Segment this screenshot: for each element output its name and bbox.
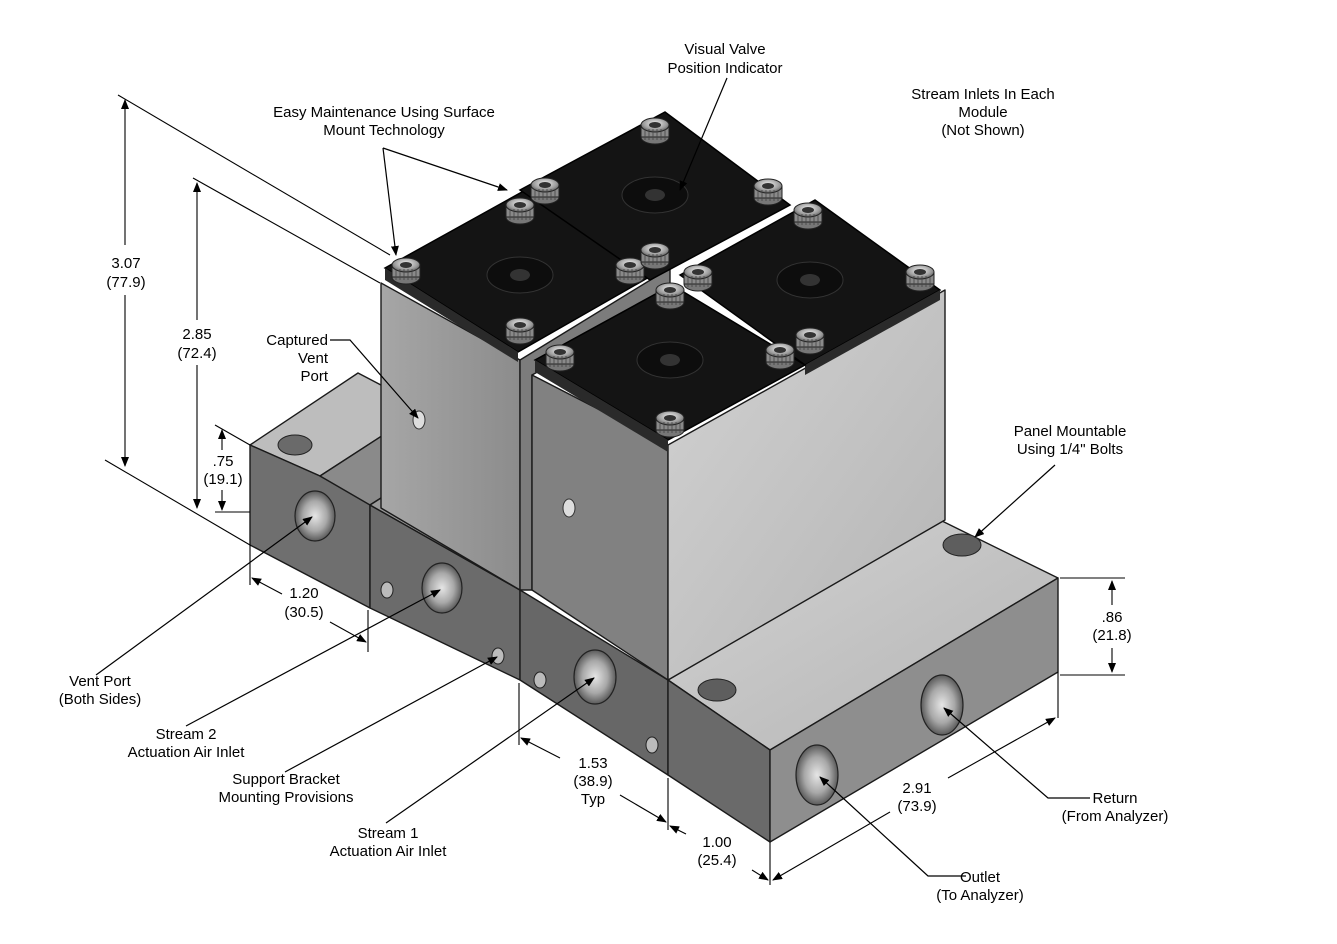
cap-screw (640, 242, 670, 270)
dim-module-pitch: 1.53(38.9)Typ (573, 755, 612, 808)
panel-mount-hole (942, 533, 982, 557)
outlet-port (795, 744, 839, 806)
stream1-port (573, 649, 617, 705)
cap-screw (545, 344, 575, 372)
cap-screw (765, 342, 795, 370)
dim-manifold-height: .86(21.8) (1092, 609, 1131, 644)
cap-screw (655, 282, 685, 310)
cap-screw (753, 178, 783, 206)
panel-mount-hole (697, 678, 737, 702)
vent-port-hole (294, 490, 336, 542)
stream2-port (421, 562, 463, 614)
dimension-values: 3.07(77.9) 2.85(72.4) .75(19.1) 1.20(30.… (106, 255, 1131, 869)
cap-screw (640, 117, 670, 145)
cap-screw (391, 257, 421, 285)
dim-base-width: 1.20(30.5) (284, 585, 323, 621)
return-label: Return(From Analyzer) (1062, 790, 1169, 825)
right-manifold-block (667, 519, 1059, 843)
cap-screw (530, 177, 560, 205)
mounting-hole (277, 434, 313, 456)
dim-module-height: 2.85(72.4) (177, 326, 216, 362)
dim-manifold-length: 2.91(73.9) (897, 780, 936, 815)
cap-screws (391, 117, 935, 438)
dim-base-height: .75(19.1) (203, 453, 242, 488)
bracket-hole (491, 647, 505, 665)
cap-screw (795, 327, 825, 355)
cap-screw (905, 264, 935, 292)
cap-screw (505, 317, 535, 345)
return-port (920, 674, 964, 736)
cap-screw (615, 257, 645, 285)
dim-overall-height: 3.07(77.9) (106, 255, 145, 291)
leader-lines (95, 77, 1090, 877)
cap-screw (683, 264, 713, 292)
vent-port-label: Vent Port(Both Sides) (59, 673, 142, 708)
dim-manifold-depth: 1.00(25.4) (697, 834, 736, 869)
cap-screw (655, 410, 685, 438)
cap-screw (793, 202, 823, 230)
valve-caps (383, 111, 942, 452)
cap-screw (505, 197, 535, 225)
outlet-label: Outlet(To Analyzer) (936, 869, 1024, 904)
